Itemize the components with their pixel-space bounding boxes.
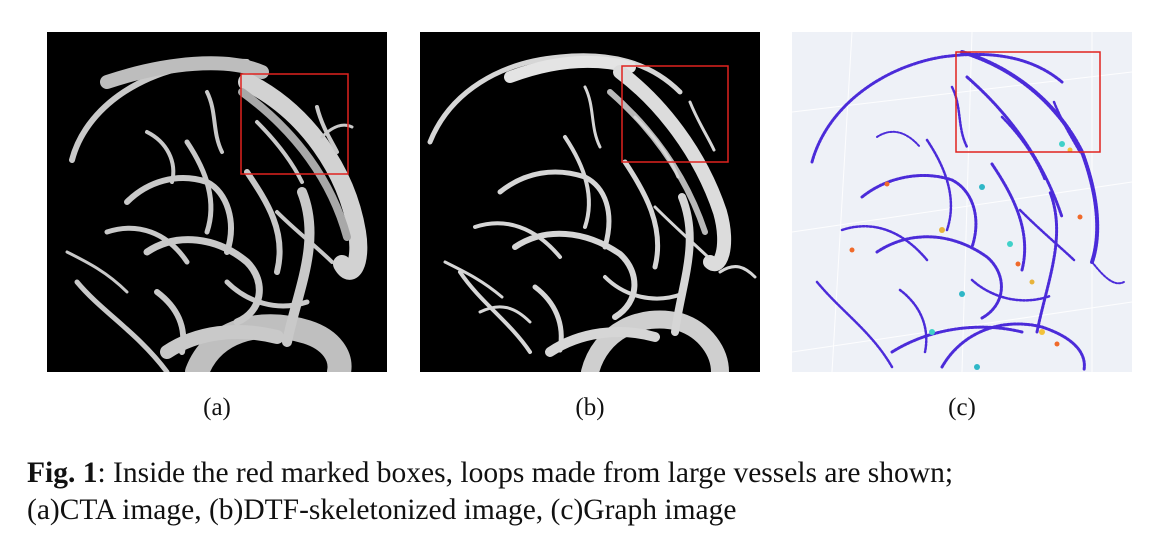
panel-b-label: (b) bbox=[575, 394, 605, 421]
vessel-graph-rendering bbox=[792, 32, 1132, 372]
cta-image bbox=[47, 32, 387, 372]
caption-text-1: : Inside the red marked boxes, loops mad… bbox=[97, 457, 954, 489]
graph-image bbox=[792, 32, 1132, 372]
panel-c-label: (c) bbox=[948, 394, 976, 421]
panel-a-label: (a) bbox=[203, 394, 231, 421]
figure-label: Fig. 1 bbox=[27, 457, 98, 489]
graph-nodes bbox=[849, 141, 1083, 370]
cta-vessel-rendering bbox=[65, 56, 368, 372]
figure-caption: Fig. 1: Inside the red marked boxes, loo… bbox=[27, 455, 1147, 529]
red-marked-box bbox=[955, 51, 1101, 153]
dtf-skeletonized-image bbox=[420, 32, 760, 372]
caption-line-2: (a)CTA image, (b)DTF-skeletonized image,… bbox=[27, 494, 737, 526]
red-marked-box bbox=[240, 73, 349, 175]
skeleton-vessel-rendering bbox=[427, 53, 757, 372]
red-marked-box bbox=[621, 65, 729, 163]
caption-line-1: Fig. 1: Inside the red marked boxes, loo… bbox=[27, 455, 1147, 492]
